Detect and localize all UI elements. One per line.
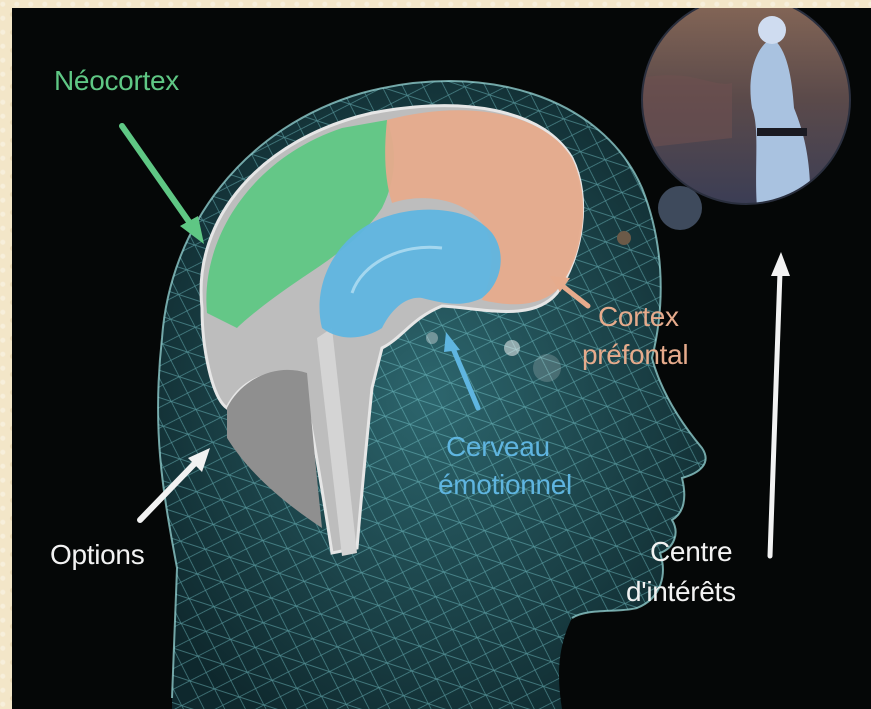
thought-bubble-tiny [617, 231, 631, 245]
label-cortex-prefontal-line2: préfontal [582, 336, 688, 374]
brain-illustration [12, 8, 871, 709]
diagram-canvas: Néocortex Cortex préfontal Cerveau émoti… [12, 8, 871, 709]
label-cerveau-emotionnel-line2: émotionnel [438, 466, 572, 504]
label-neocortex: Néocortex [54, 64, 179, 98]
thought-bubble-image [632, 8, 871, 208]
thought-bubble-small [658, 186, 702, 230]
label-centre-interets-line1: Centre [626, 532, 736, 572]
label-cerveau-emotionnel: Cerveau émotionnel [438, 428, 572, 504]
interets-arrow-icon [770, 252, 790, 556]
label-options: Options [50, 538, 144, 572]
label-centre-interets-line2: d'intérêts [626, 572, 736, 612]
label-cortex-prefontal-line1: Cortex [582, 298, 688, 336]
label-cortex-prefontal: Cortex préfontal [582, 298, 688, 374]
label-centre-interets: Centre d'intérêts [626, 532, 736, 612]
neocortex-arrow-icon [122, 126, 204, 244]
label-cerveau-emotionnel-line1: Cerveau [438, 428, 572, 466]
